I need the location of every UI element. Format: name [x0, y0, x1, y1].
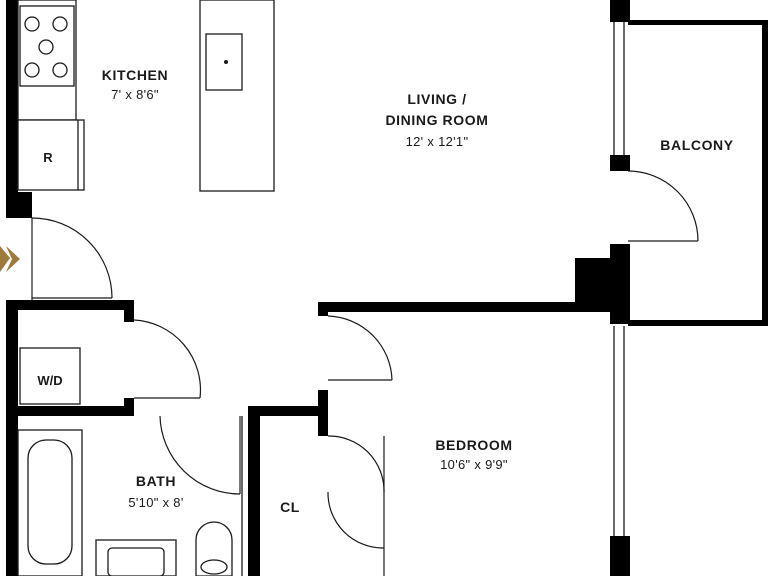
balcony-rail-bottom: [628, 320, 768, 326]
bathtub-basin: [27, 439, 73, 565]
bedroom-doors: [327, 315, 393, 576]
bath-dims: 5'10" x 8': [128, 495, 183, 510]
kitchen-name: KITCHEN: [102, 67, 168, 83]
walls: [6, 0, 768, 576]
wall-bath-top: [6, 406, 134, 416]
living-dims: 12' x 12'1": [406, 134, 469, 149]
bath-fixtures: [17, 415, 241, 576]
refrigerator: [17, 119, 85, 191]
wall-bedroom-top: [318, 302, 630, 312]
wall-left-upper-return: [6, 192, 32, 218]
burner-4: [24, 62, 40, 78]
entry-door: [31, 217, 113, 300]
bedroom-name: BEDROOM: [435, 437, 512, 453]
wall-right-top: [610, 0, 630, 22]
wall-laundry-top: [6, 300, 134, 310]
entry-arrow-icon: [0, 246, 20, 272]
wall-closet-jamb: [318, 390, 328, 436]
burner-1: [24, 16, 40, 32]
balcony-door: [627, 170, 699, 242]
laundry: [19, 319, 202, 405]
closet-name: CL: [280, 499, 300, 515]
bath-name: BATH: [136, 473, 176, 489]
wall-left-lower: [6, 300, 18, 576]
balcony-name: BALCONY: [660, 137, 733, 153]
kitchen-island: [199, 0, 275, 192]
wall-left-upper: [6, 0, 18, 200]
wall-bedroom-top-jamb: [318, 302, 328, 316]
wall-closet-top: [248, 406, 328, 416]
sink-drain: [224, 60, 228, 64]
windows: [241, 22, 625, 576]
wall-bath-top-jamb: [124, 398, 134, 416]
refrigerator-label: R: [43, 150, 53, 165]
washer-dryer-label: W/D: [37, 373, 62, 388]
balcony-rail-top: [628, 20, 768, 25]
living-name-line2: DINING ROOM: [385, 112, 488, 128]
burner-3: [38, 39, 54, 55]
wall-right-mid: [610, 155, 630, 171]
kitchen-dims: 7' x 8'6": [111, 87, 159, 102]
kitchen-fixtures: [17, 0, 275, 192]
wall-closet-left: [248, 406, 260, 576]
living-name-line1: LIVING /: [407, 91, 466, 107]
vanity-sink: [107, 547, 165, 576]
balcony-rail-right: [762, 20, 768, 326]
wall-right-bottom: [610, 536, 630, 576]
burner-5: [52, 62, 68, 78]
bedroom-dims: 10'6" x 9'9": [440, 457, 508, 472]
room-labels: KITCHEN 7' x 8'6" LIVING / DINING ROOM 1…: [37, 67, 733, 515]
burner-2: [52, 16, 68, 32]
wall-right-lower: [610, 244, 630, 324]
washer-dryer: [19, 347, 81, 405]
wall-laundry-top-jamb: [124, 300, 134, 322]
